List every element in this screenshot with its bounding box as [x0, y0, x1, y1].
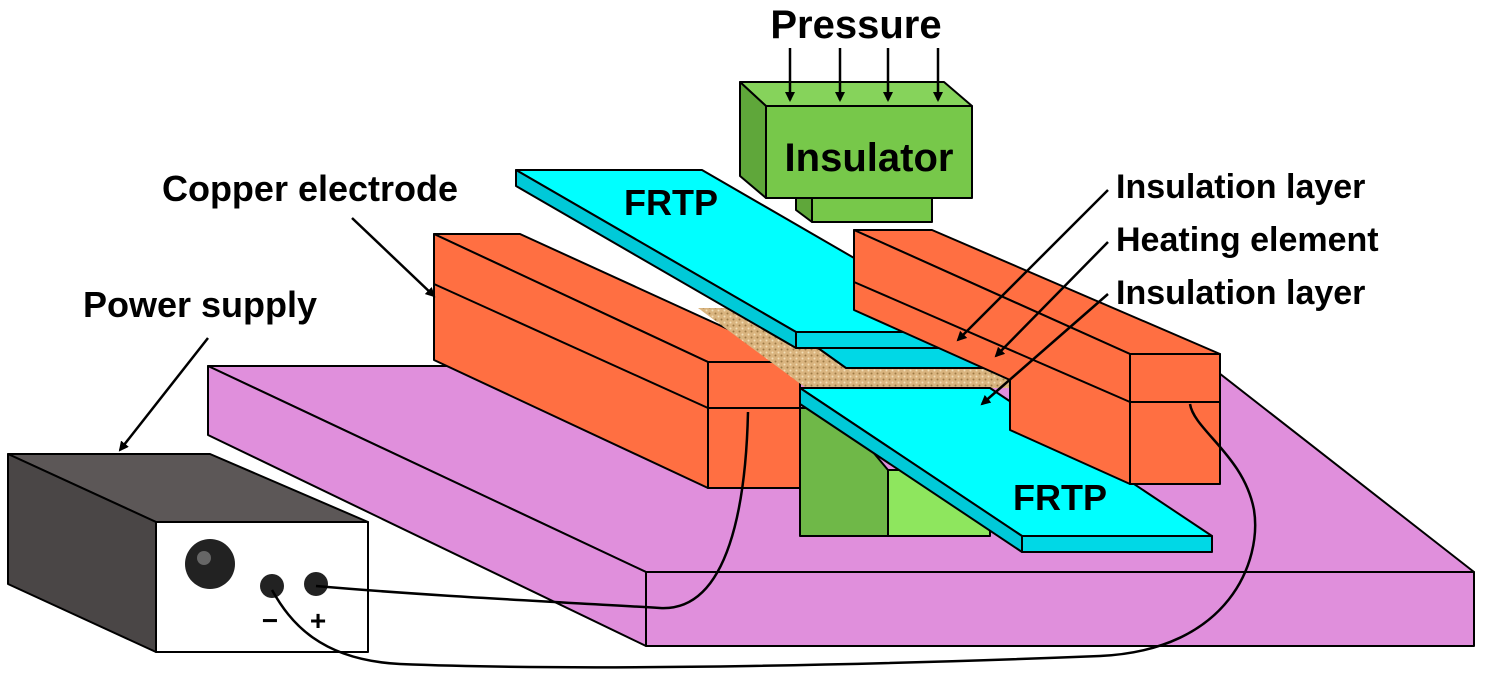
pressure-arrows	[785, 48, 943, 102]
frtp-strip-bottom	[799, 387, 1213, 553]
frtp-top-label: FRTP	[624, 182, 718, 223]
leader-heating-element	[994, 241, 1109, 358]
insulator-stub-front	[811, 197, 933, 223]
pressure-label: Pressure	[770, 3, 941, 47]
terminal-minus-label: −	[262, 605, 278, 636]
frtp-bottom-side-edge	[799, 387, 1023, 553]
power-supply	[7, 453, 369, 653]
insulator-block	[739, 81, 973, 223]
insulator-stub-side	[795, 197, 813, 223]
copper-electrode-right	[853, 229, 1221, 485]
power-knob-icon	[185, 539, 235, 589]
right-electrode-front	[1129, 353, 1221, 485]
frtp-top-side-edge	[515, 169, 797, 349]
copper-electrode-left	[433, 233, 801, 489]
terminal-plus-label: +	[310, 605, 326, 636]
leader-insulation-layer-top	[956, 189, 1109, 342]
wire-plus-to-left-electrode	[315, 411, 750, 610]
frtp-bottom-label: FRTP	[1013, 477, 1107, 518]
power-knob-highlight	[197, 551, 211, 565]
terminal-minus-icon	[260, 574, 284, 598]
base-plate-front	[645, 571, 1475, 647]
insulator-label: Insulator	[785, 136, 954, 180]
wire-minus-to-right-electrode	[270, 403, 1257, 669]
frtp-bottom-front-edge	[1021, 535, 1213, 553]
terminal-plus-icon	[304, 572, 328, 596]
leader-copper-electrode	[351, 217, 436, 298]
heating-element-label: Heating element	[1116, 221, 1379, 259]
power-supply-label: Power supply	[83, 284, 317, 325]
insulation-layer-bottom-label: Insulation layer	[1116, 274, 1365, 312]
copper-electrode-label: Copper electrode	[162, 168, 458, 209]
right-electrode-split-side	[853, 281, 1131, 403]
insulation-layer-top-label: Insulation layer	[1116, 168, 1365, 206]
leader-insulation-layer-bottom	[980, 293, 1109, 406]
left-electrode-front	[707, 361, 801, 489]
left-electrode-split-side	[433, 283, 709, 409]
leader-power-supply	[118, 337, 209, 452]
